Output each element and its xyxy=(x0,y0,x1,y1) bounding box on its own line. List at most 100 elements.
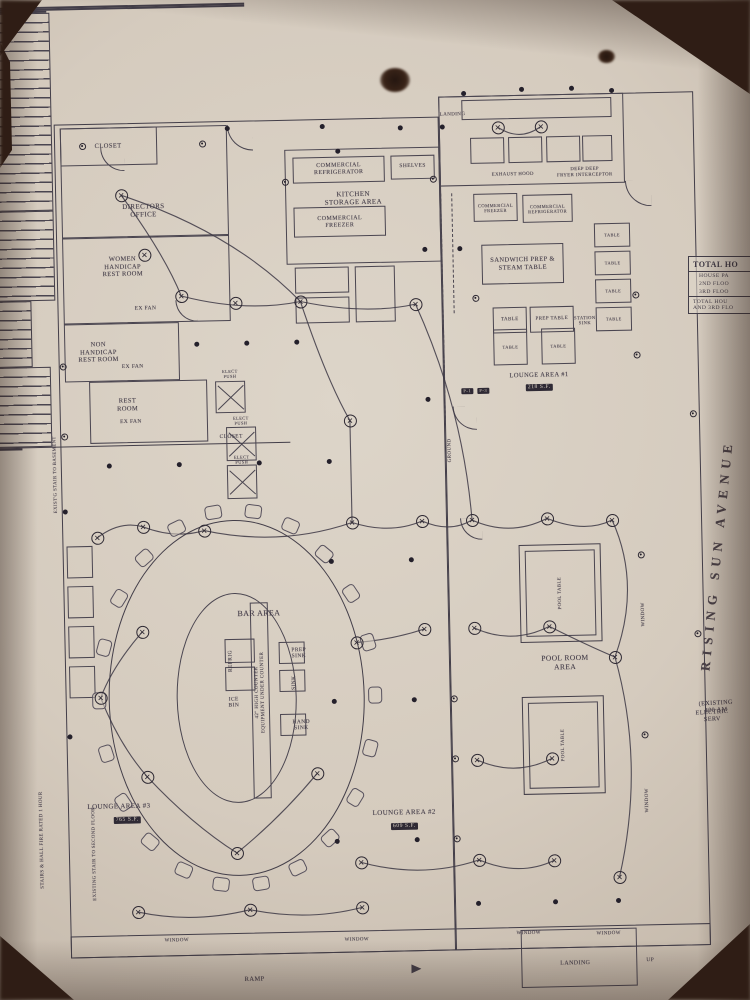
label-rooms-window: WINDOW xyxy=(596,930,621,937)
booth xyxy=(68,625,95,659)
outlet-icon xyxy=(450,694,458,702)
label-rooms-window: WINDOW xyxy=(516,930,541,937)
label-rooms-commercial_refrigerator: COMMERCIAL REFRIGERATOR xyxy=(528,203,568,215)
label-notes-counter: 42" HIGH COUNTER EQUIPMENT UNDER COUNTER xyxy=(254,651,267,734)
label-rooms-ex_fan: EX FAN xyxy=(119,418,142,426)
rest-room xyxy=(89,379,209,444)
label-rooms-kitchen_storage: KITCHEN STORAGE AREA xyxy=(324,189,383,207)
light-fixture-icon xyxy=(568,85,574,91)
label-rooms-table: TABLE xyxy=(502,344,519,350)
outlet-icon xyxy=(281,178,289,186)
light-fixture-icon xyxy=(193,341,199,347)
label-rooms-commercial_freezer: COMMERCIAL FREEZER xyxy=(477,202,514,214)
light-fixture-icon xyxy=(293,339,299,345)
label-rooms-ramp: RAMP xyxy=(244,975,265,984)
label-rooms-closet: CLOSET xyxy=(94,142,122,150)
light-fixture-icon xyxy=(397,124,403,130)
label-rooms-pool_table: POOL TABLE xyxy=(560,728,567,762)
light-fixture-icon xyxy=(411,696,417,702)
label-lounges-0-area: 218 S.F. xyxy=(525,383,553,392)
light-fixture-icon xyxy=(456,245,462,251)
label-rooms-pool_table: POOL TABLE xyxy=(557,576,564,610)
label-rooms-deep_fryer: DEEP DEEP FRYER INTERCEPTOR xyxy=(556,166,613,179)
ceiling-fan-icon: ✕ xyxy=(547,853,561,867)
outlet-icon xyxy=(78,142,86,150)
outlet-icon xyxy=(633,350,641,359)
label-rooms-up: UP xyxy=(646,957,655,964)
total-table-footer: TOTAL HOU AND 3RD FLO xyxy=(689,296,750,313)
bar-stool xyxy=(204,503,224,521)
label-notes-stairs_hall: STAIRS & HALL FIRE RATED 1 HOUR xyxy=(38,791,46,889)
light-fixture-icon xyxy=(256,459,262,465)
label-rooms-hand_sink: HAND SINK xyxy=(292,718,311,732)
label-rooms-ice_bin: ICE BIN xyxy=(228,696,240,710)
outlet-icon xyxy=(198,139,206,148)
ceiling-fan-icon: ✕ xyxy=(136,520,150,534)
dumbwaiter-shaft xyxy=(226,464,258,500)
ceiling-fan-icon: ✕ xyxy=(345,515,359,530)
ceiling-fan-icon: ✕ xyxy=(310,766,324,780)
label-rooms-elect_push: ELECT PUSH xyxy=(233,454,250,465)
ceiling-fan-icon: ✕ xyxy=(608,650,622,664)
label-rooms-landing: LANDING xyxy=(560,960,591,967)
label-notes-ground: GROUND xyxy=(447,438,453,463)
ceiling-fan-icon: ✕ xyxy=(540,511,554,526)
ceiling-fan-icon: ✕ xyxy=(534,119,548,134)
light-fixture-icon xyxy=(224,125,230,131)
outlet-icon xyxy=(59,362,67,371)
ceiling-fan-icon: ✕ xyxy=(417,622,431,636)
label-rooms-women_rr: WOMEN HANDICAP REST ROOM xyxy=(102,255,144,279)
label-rooms-refrig: REFRIG xyxy=(227,650,234,673)
outlet-icon xyxy=(429,175,437,183)
ink-stain xyxy=(380,68,410,92)
light-fixture-icon xyxy=(608,87,614,93)
label-rooms-ex_fan: EX FAN xyxy=(121,363,144,371)
outlet-icon xyxy=(453,834,461,842)
label-lounges-1-area: 609 S.F. xyxy=(390,822,418,831)
ceiling-fan-icon: ✕ xyxy=(230,846,244,860)
label-rooms-sink: SINK xyxy=(290,675,298,691)
light-fixture-icon xyxy=(414,836,420,842)
light-fixture-icon xyxy=(424,396,431,402)
total-hours-table: TOTAL HO HOUSE PA 2ND FLOO 3RD FLOO TOTA… xyxy=(688,256,750,314)
ceiling-fan-icon: ✕ xyxy=(354,855,368,869)
shelf-row xyxy=(461,96,612,121)
label-rooms-window: WINDOW xyxy=(644,788,651,813)
label-rooms-window: WINDOW xyxy=(640,602,647,627)
total-table-title: TOTAL HO xyxy=(689,257,750,272)
equipment xyxy=(470,137,505,164)
light-fixture-icon xyxy=(62,508,68,515)
outlet-icon xyxy=(471,294,479,302)
bar-stool xyxy=(212,876,231,893)
label-badges-1: P-3 xyxy=(477,387,490,394)
ceiling-fan-icon: ✕ xyxy=(408,297,423,311)
light-fixture-icon xyxy=(66,733,73,739)
label-notes-electric2: ELECTRIC SERV xyxy=(695,707,729,724)
label-rooms-commercial_freezer: COMMERCIAL FREEZER xyxy=(317,215,363,229)
light-fixture-icon xyxy=(243,340,249,346)
ceiling-fan-icon: ✕ xyxy=(243,903,257,917)
label-lounges-0-name: LOUNGE AREA #1 xyxy=(509,371,569,380)
ceiling-fan-icon: ✕ xyxy=(135,625,149,639)
outlet-icon xyxy=(640,730,649,738)
outlet-icon xyxy=(689,409,697,417)
ceiling-fan-icon: ✕ xyxy=(472,853,486,867)
total-table-row: 2ND FLOO xyxy=(699,281,730,287)
label-rooms-closet2: CLOSET xyxy=(219,433,243,440)
bar-stool xyxy=(367,686,383,704)
label-lounges-2-area: 765 S.F. xyxy=(113,816,141,825)
ceiling-fan-icon: ✕ xyxy=(612,870,627,884)
label-rooms-pool_room: POOL ROOM AREA xyxy=(541,652,589,672)
ceiling-fan-icon: ✕ xyxy=(415,514,429,528)
ceiling-fan-icon: ✕ xyxy=(90,531,104,545)
label-rooms-sandwich_prep: SANDWICH PREP & STEAM TABLE xyxy=(490,255,555,272)
light-fixture-icon xyxy=(615,897,621,903)
landing-right xyxy=(0,366,53,448)
ceiling-fan-icon: ✕ xyxy=(228,296,243,310)
light-fixture-icon xyxy=(326,458,332,464)
label-rooms-table: TABLE xyxy=(605,316,622,322)
stairs-top-right xyxy=(0,301,33,368)
label-rooms-elect_push: ELECT PUSH xyxy=(221,368,238,380)
label-rooms-table: TABLE xyxy=(604,232,621,238)
